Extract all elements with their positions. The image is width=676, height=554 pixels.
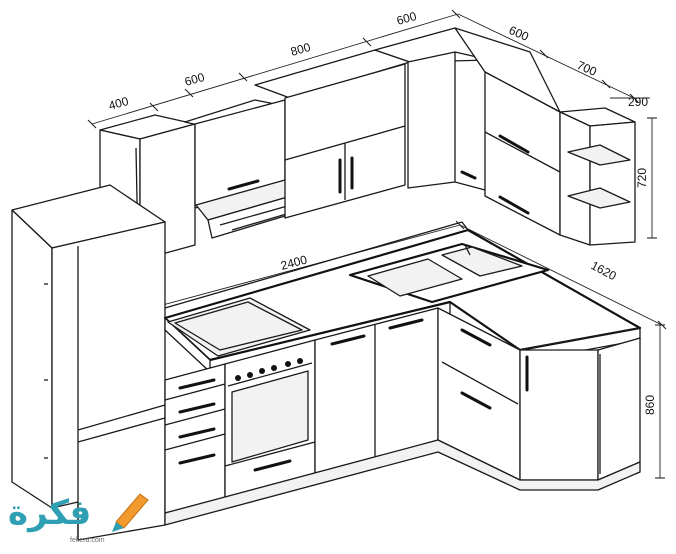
dim-label-2400: 2400 (279, 252, 309, 273)
base-cabinets (164, 307, 641, 526)
dim-label-700: 700 (575, 58, 599, 79)
dim-label-290: 290 (628, 95, 648, 109)
dim-label-800: 800 (289, 40, 312, 59)
upper-cabinets (99, 27, 636, 261)
logo-text: فكرة (8, 493, 91, 533)
dim-label-720: 720 (635, 168, 649, 188)
dim-label-600-side: 600 (507, 23, 531, 44)
countertop (163, 221, 642, 373)
dim-label-860: 860 (643, 395, 657, 415)
pencil-icon (112, 493, 149, 532)
dim-label-400: 400 (107, 94, 130, 113)
dim-label-600-right: 600 (395, 9, 418, 28)
dimension-lines (87, 9, 667, 479)
site-logo: فكرة fekera.com (8, 493, 149, 544)
dim-label-1620: 1620 (589, 258, 619, 283)
refrigerator (11, 184, 166, 541)
dim-label-600-left: 600 (183, 70, 206, 89)
logo-subtext: fekera.com (70, 537, 105, 544)
